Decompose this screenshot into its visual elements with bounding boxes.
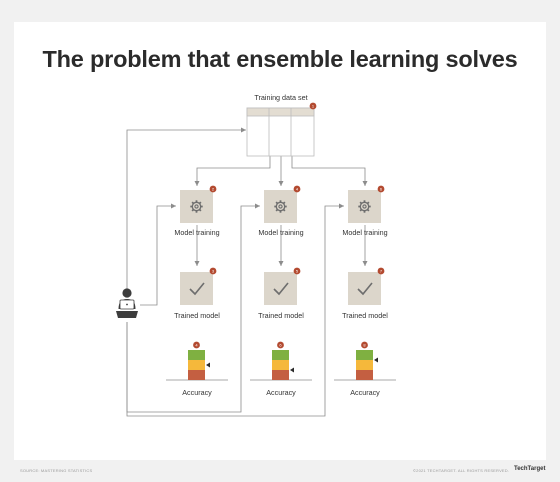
model-training-box-2 (264, 190, 297, 223)
model-training-label-3: Model training (342, 228, 387, 237)
model-training-box-1 (180, 190, 213, 223)
svg-text:5: 5 (296, 269, 299, 274)
accuracy-label-1: Accuracy (182, 388, 212, 397)
diagram-card (14, 22, 546, 460)
badge-trained-3: 7 (377, 267, 385, 275)
brand-logo: TechTarget (514, 466, 546, 472)
badge-trained-2: 5 (293, 267, 301, 275)
svg-text:6: 6 (380, 187, 383, 192)
training-data-set-table (246, 107, 315, 157)
model-training-box-3 (348, 190, 381, 223)
svg-text:6: 6 (279, 343, 282, 348)
model-training-label-2: Model training (258, 228, 303, 237)
checkmark-icon (273, 282, 289, 296)
dataset-badge: 1 (309, 102, 317, 110)
svg-text:2: 2 (212, 187, 215, 192)
footer-copyright: ©2021 TECHTARGET. ALL RIGHTS RESERVED. (413, 468, 510, 473)
accuracy-pointer-icon (290, 367, 294, 373)
accuracy-label-3: Accuracy (350, 388, 380, 397)
badge-trained-1: 3 (209, 267, 217, 275)
badge-accuracy-1: 4 (193, 341, 200, 349)
footer-source: SOURCE: MASTERING STATISTICS (20, 468, 93, 473)
checkmark-icon (357, 282, 373, 296)
svg-text:1: 1 (312, 104, 315, 109)
trained-model-label-3: Trained model (342, 311, 388, 320)
badge-accuracy-2: 6 (277, 341, 284, 349)
svg-text:4: 4 (195, 343, 198, 348)
diagram-title: The problem that ensemble learning solve… (42, 46, 518, 72)
trained-model-box-2 (264, 272, 297, 305)
accuracy-meter-2 (272, 350, 294, 380)
badge-training-2: 4 (293, 185, 301, 193)
accuracy-pointer-icon (374, 357, 378, 363)
trained-model-box-3 (348, 272, 381, 305)
checkmark-icon (189, 282, 205, 296)
badge-training-3: 6 (377, 185, 385, 193)
accuracy-meter-3 (356, 350, 378, 380)
svg-text:8: 8 (363, 343, 366, 348)
trained-model-label-2: Trained model (258, 311, 304, 320)
svg-text:4: 4 (296, 187, 299, 192)
accuracy-pointer-icon (206, 362, 210, 368)
trained-model-box-1 (180, 272, 213, 305)
accuracy-label-2: Accuracy (266, 388, 296, 397)
dataset-label: Training data set (254, 93, 307, 102)
accuracy-meter-1 (188, 350, 210, 380)
svg-text:7: 7 (380, 269, 383, 274)
trained-model-label-1: Trained model (174, 311, 220, 320)
model-training-label-1: Model training (174, 228, 219, 237)
svg-text:3: 3 (212, 269, 215, 274)
person-with-laptop-icon (116, 288, 138, 318)
badge-training-1: 2 (209, 185, 217, 193)
badge-accuracy-3: 8 (361, 341, 368, 349)
